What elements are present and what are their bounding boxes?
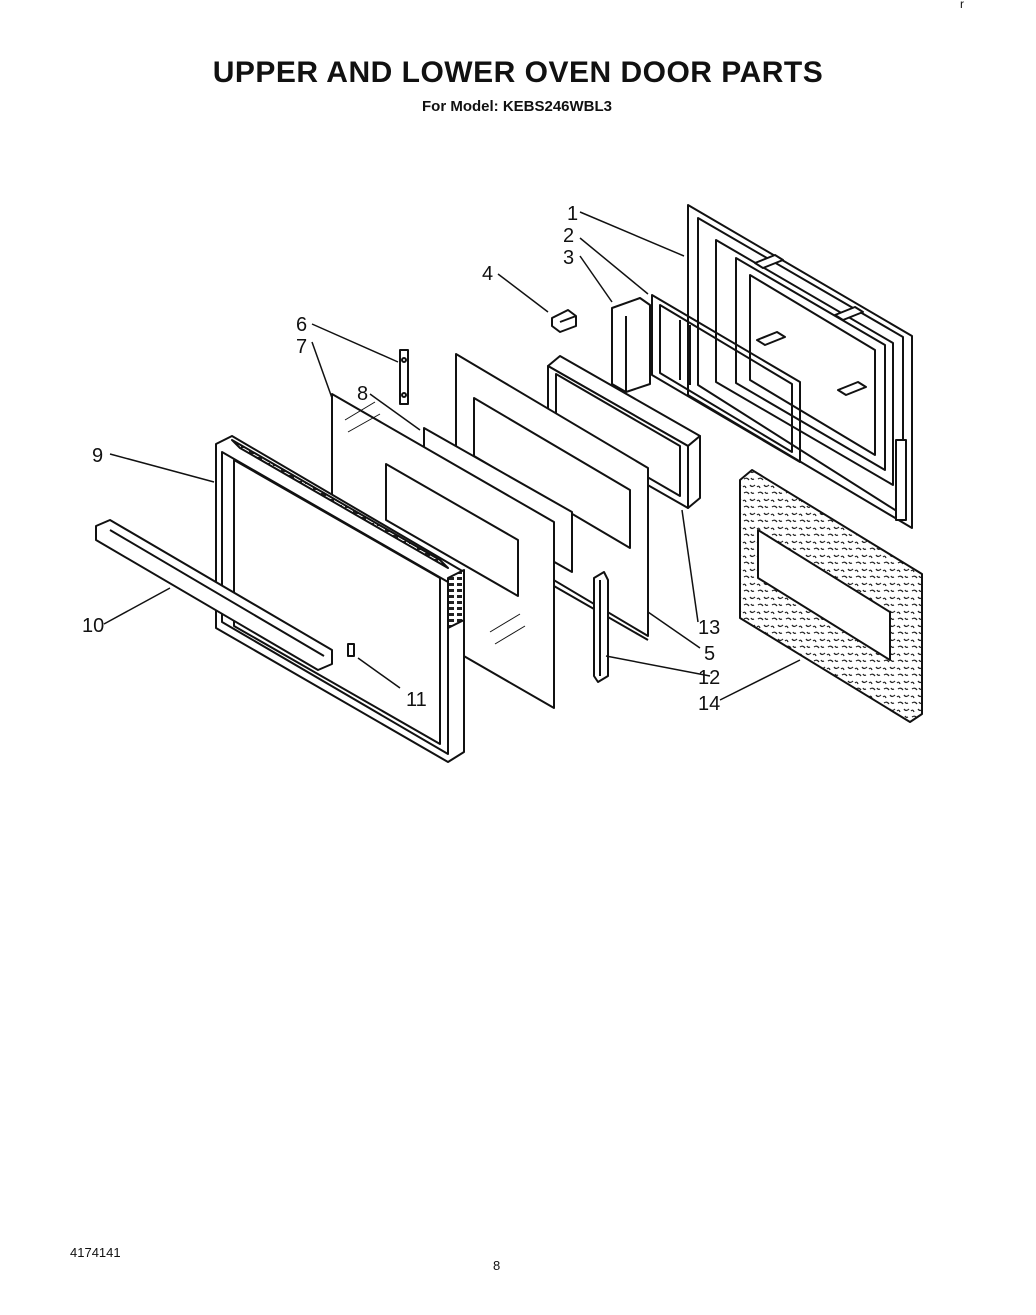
side-trim (593, 571, 609, 683)
page-number: 8 (493, 1258, 501, 1273)
callout-2: 2 (563, 225, 574, 247)
liner-box (547, 355, 701, 509)
callout-14: 14 (698, 693, 720, 715)
inner-door-panel (687, 204, 913, 529)
callout-4: 4 (482, 263, 493, 285)
document-number: 4174141 (70, 1245, 121, 1260)
callout-7: 7 (296, 336, 307, 358)
door-handle (95, 519, 333, 671)
leader-lines (103, 211, 801, 701)
bracket-channel (611, 297, 651, 393)
callout-labels: 1 2 3 4 5 6 7 8 9 10 11 12 13 14 (82, 203, 720, 715)
callout-10: 10 (82, 615, 104, 637)
callout-5: 5 (704, 643, 715, 665)
page-title: UPPER AND LOWER OVEN DOOR PARTS (212, 56, 824, 89)
callout-13: 13 (698, 617, 720, 639)
model-subtitle: For Model: KEBS246WBL3 (422, 98, 613, 115)
callout-9: 9 (92, 445, 103, 467)
callout-8: 8 (357, 383, 368, 405)
callout-11: 11 (406, 689, 427, 711)
small-clip (347, 643, 355, 657)
corner-mark: r (960, 0, 964, 11)
callout-12: 12 (698, 667, 720, 689)
callout-1: 1 (567, 203, 578, 225)
support-frame (651, 294, 801, 463)
callout-3: 3 (563, 247, 574, 269)
callout-6: 6 (296, 314, 307, 336)
insulation-pad (739, 469, 923, 723)
hinge-bracket (399, 349, 409, 405)
outer-door-frame (215, 435, 465, 763)
clip (551, 309, 577, 333)
